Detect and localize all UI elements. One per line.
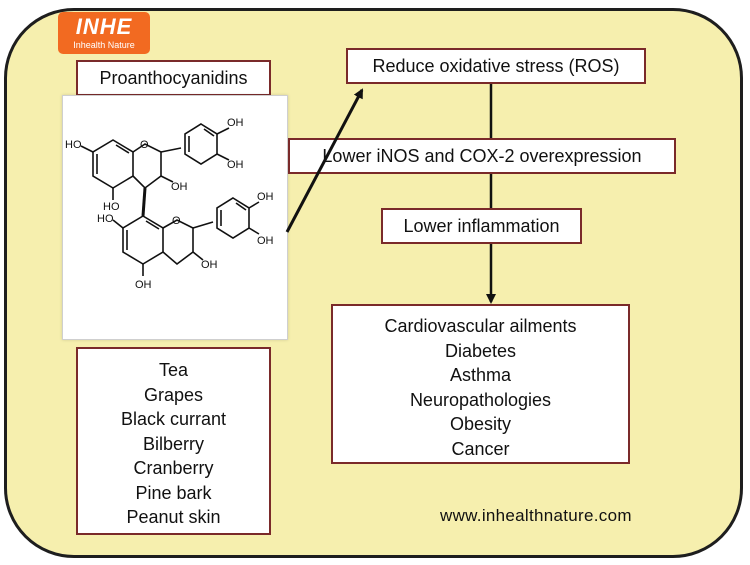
compound-title-box: Proanthocyanidins (76, 60, 271, 96)
ros-label: Reduce oxidative stress (ROS) (372, 56, 620, 76)
inos-box: Lower iNOS and COX-2 overexpression (288, 138, 676, 174)
ros-box: Reduce oxidative stress (ROS) (346, 48, 646, 84)
source-item: Bilberry (142, 433, 204, 454)
mol-label-5: OH (171, 181, 188, 193)
molecule-structure: OH OH HO O OH HO OH OH HO O OH OH OH (62, 95, 288, 340)
compound-title: Proanthocyanidins (99, 68, 248, 88)
logo-text: INHE (75, 14, 133, 39)
mol-label-3: HO (65, 139, 82, 151)
source-item: Black currant (120, 409, 227, 429)
inflammation-box: Lower inflammation (381, 208, 582, 244)
source-item: Grapes (143, 384, 204, 405)
sources-list: Tea Grapes Black currant Bilberry Cranbe… (78, 358, 269, 530)
inflammation-label: Lower inflammation (403, 216, 560, 236)
condition-item: Asthma (449, 365, 512, 385)
mol-label-11: OH (201, 259, 218, 271)
mol-label-4: O (140, 139, 149, 151)
mol-label-12: OH (135, 279, 152, 291)
conditions-box: Cardiovascular ailments Diabetes Asthma … (331, 304, 630, 464)
source-item: Pine bark (135, 482, 212, 503)
mol-label-10: O (172, 215, 181, 227)
condition-item: Cardiovascular ailments (384, 316, 577, 336)
mol-label-2: OH (227, 159, 244, 171)
arrow-to-ros (285, 88, 364, 233)
conditions-list: Cardiovascular ailments Diabetes Asthma … (333, 314, 628, 461)
sources-box: Tea Grapes Black currant Bilberry Cranbe… (76, 347, 271, 535)
source-item: Peanut skin (126, 507, 221, 527)
condition-item: Neuropathologies (409, 389, 552, 410)
condition-item: Cancer (451, 438, 510, 459)
condition-item: Diabetes (444, 340, 517, 361)
mol-label-1: OH (227, 117, 244, 129)
condition-item: Obesity (449, 414, 512, 434)
mol-label-8: OH (257, 235, 274, 247)
molecule-diagram: OH OH HO O OH HO OH OH HO O OH OH OH (65, 117, 274, 291)
inos-label: Lower iNOS and COX-2 overexpression (322, 146, 642, 166)
source-item: Tea (158, 360, 189, 380)
website-text: www.inhealthnature.com (440, 506, 632, 525)
mol-label-7: OH (257, 191, 274, 203)
source-item: Cranberry (133, 458, 214, 478)
brand-logo: INHE Inhealth Nature (58, 12, 150, 54)
mol-label-9: HO (97, 213, 114, 225)
mol-label-6: HO (103, 201, 120, 213)
logo-subtext: Inhealth Nature (73, 40, 135, 50)
